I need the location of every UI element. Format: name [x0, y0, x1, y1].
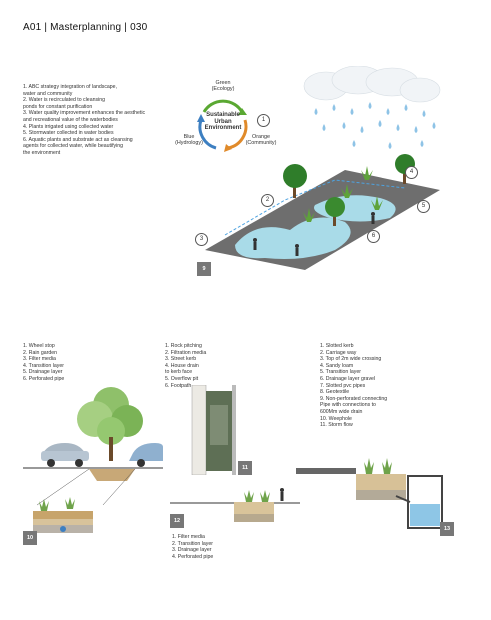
green-arrowhead [238, 108, 247, 115]
green-label: Green (Ecology) [211, 80, 235, 93]
intro-list: 1. ABC strategy integration of landscape… [23, 84, 188, 157]
page-header: A01 | Masterplanning | 030 [23, 22, 148, 33]
figure-number: 12 [170, 514, 184, 528]
list-item: 2. Water is recirculated to cleansing po… [23, 97, 105, 110]
callout-2: 2 [261, 194, 274, 207]
list-item: 9. Non-perforated connecting Pipe with c… [320, 395, 388, 415]
rain-garden-list: 1. Wheel stop 2. Rain garden 3. Filter m… [23, 343, 123, 383]
orange-label: Orange (Community) [245, 134, 277, 147]
figure-11-kerb-plan: 11 [182, 384, 252, 476]
callout-4: 4 [405, 166, 418, 179]
rain-garden-drawing [23, 387, 163, 533]
figure-10-rain-garden: 10 [23, 385, 163, 545]
list-item: 2. Transition layer [172, 540, 213, 547]
filter-section-drawing [170, 488, 300, 522]
orange-arrow [227, 119, 248, 150]
kerb-list: 1. Rock pitching 2. Filtration media 3. … [165, 343, 255, 389]
list-item: 5. Overflow pit [165, 375, 199, 382]
plan-drawing [205, 154, 440, 270]
figure-number: 13 [440, 522, 454, 536]
filter-list: 1. Filter media 2. Transition layer 3. D… [172, 534, 272, 560]
green-arrow [202, 99, 244, 113]
list-item: 1. Rock pitching [165, 343, 202, 349]
list-item: 1. ABC strategy integration of landscape… [23, 84, 118, 97]
list-item: 6. Perforated pipe [23, 375, 65, 382]
list-item: 1. Filter media [172, 534, 205, 540]
main-plan-illustration: 9 1 2 3 4 5 6 [195, 114, 445, 276]
slotted-kerb-list: 1. Slotted kerb 2. Carriage way 3. Top o… [320, 343, 440, 429]
figure-12-filter-section: 12 [170, 488, 300, 528]
figure-number: 11 [238, 461, 252, 475]
kerb-plan-drawing [191, 384, 236, 476]
list-item: 6. Footpath [165, 382, 192, 389]
sustainability-cycle: Green (Ecology) Blue (Hydrology) Orange … [175, 76, 276, 166]
list-item: 3. Filter media [23, 356, 56, 363]
blue-label: Blue (Hydrology) [175, 134, 203, 147]
list-item: 6. Drainage layer gravel [320, 375, 376, 382]
figure-number: 9 [197, 262, 211, 276]
list-item: 10. Weephole [320, 415, 352, 422]
list-item: 4. Perforated pipe [172, 553, 214, 560]
cycle-arrows [197, 99, 248, 152]
orange-arrowhead [224, 144, 232, 152]
list-item: 3. Street kerb [165, 356, 197, 363]
callout-3: 3 [195, 233, 208, 246]
callout-5: 5 [417, 200, 430, 213]
list-item: 4. Plants irrigated using collected wate… [23, 123, 114, 130]
cloud-icon [303, 65, 441, 149]
rain-cloud-illustration [296, 65, 446, 156]
list-item: 1. Slotted kerb [320, 343, 354, 349]
list-item: 3. Drainage layer [172, 547, 212, 554]
blue-arrow [198, 119, 217, 150]
slotted-kerb-drawing [296, 458, 443, 529]
list-item: 5. Transition layer [320, 369, 361, 376]
blue-arrowhead [197, 114, 205, 122]
list-item: 2. Carriage way [320, 349, 357, 356]
figure-13-slotted-kerb-section: 13 [296, 456, 456, 536]
callout-1: 1 [257, 114, 270, 127]
cycle-center-label: Sustainable Urban Environment [204, 112, 242, 132]
list-item: 5. Stormwater collected in water bodies [23, 130, 114, 137]
list-item: 8. Geotextile [320, 389, 350, 396]
list-item: 1. Wheel stop [23, 343, 55, 349]
callout-6: 6 [367, 230, 380, 243]
list-item: 6. Aquatic plants and substrate act as c… [23, 136, 133, 156]
list-item: 2. Filtration media [165, 349, 207, 356]
figure-number: 10 [23, 531, 37, 545]
list-item: 7. Slotted pvc pipes [320, 382, 366, 389]
list-item: 2. Rain garden [23, 349, 58, 356]
list-item: 4. Sandy loam [320, 362, 354, 369]
list-item: 5. Drainage layer [23, 369, 63, 376]
list-item: 3. Top of 2m wide crossing [320, 356, 382, 363]
list-item: 3. Water quality improvement enhances th… [23, 110, 146, 123]
list-item: 4. House drain to kerb face [165, 362, 199, 376]
list-item: 11. Storm flow [320, 422, 353, 429]
list-item: 4. Transition layer [23, 362, 64, 369]
